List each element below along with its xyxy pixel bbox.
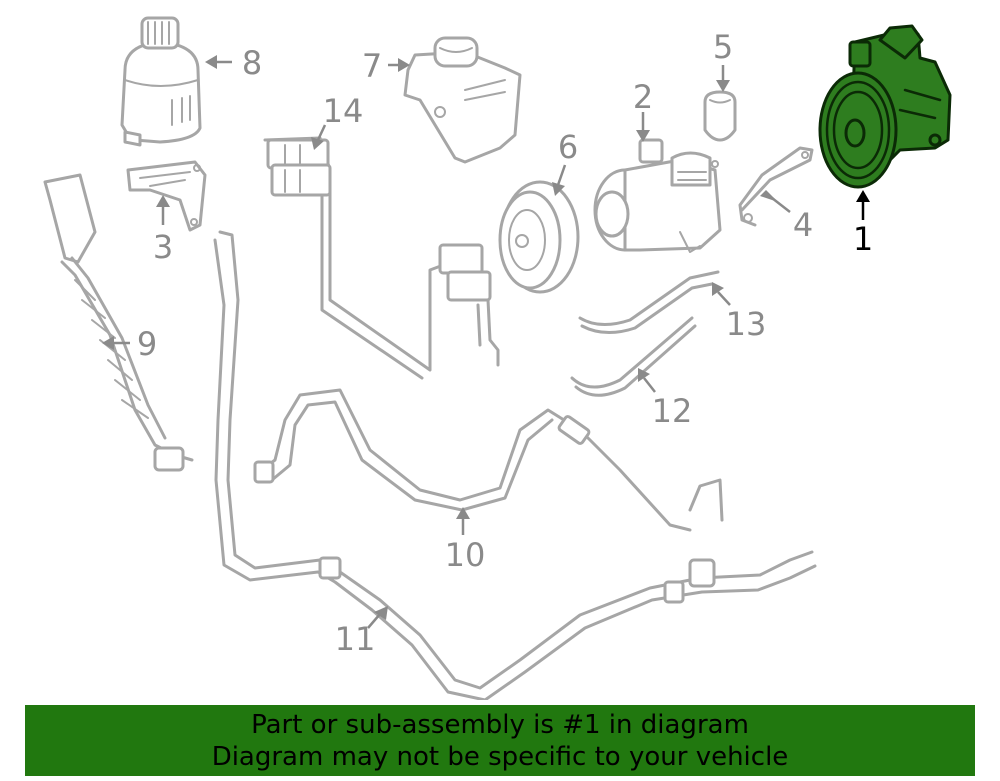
banner-line-2: Diagram may not be specific to your vehi… — [211, 742, 789, 772]
svg-text:1: 1 — [853, 220, 873, 258]
callout-12: 12 — [638, 368, 692, 430]
callout-5: 5 — [713, 28, 733, 92]
svg-text:11: 11 — [335, 620, 376, 658]
callout-2: 2 — [633, 78, 653, 142]
svg-text:14: 14 — [323, 92, 364, 130]
callout-4: 4 — [760, 190, 813, 244]
part-13-hose[interactable] — [578, 270, 720, 334]
callout-9: 9 — [102, 325, 157, 363]
svg-text:13: 13 — [726, 305, 767, 343]
svg-text:12: 12 — [652, 392, 693, 430]
callout-11: 11 — [335, 606, 388, 658]
callout-6: 6 — [552, 128, 578, 196]
callout-13: 13 — [712, 282, 766, 343]
part-9-hose[interactable] — [43, 173, 194, 472]
svg-text:2: 2 — [633, 78, 653, 116]
svg-text:7: 7 — [362, 47, 382, 85]
part-6-pulley[interactable] — [498, 180, 580, 294]
part-4-link[interactable] — [738, 146, 814, 227]
svg-text:9: 9 — [137, 325, 157, 363]
callout-7: 7 — [362, 47, 410, 85]
svg-text:8: 8 — [242, 44, 262, 82]
svg-text:3: 3 — [153, 228, 173, 266]
part-1-power-steering-pump[interactable] — [818, 24, 952, 189]
callout-14: 14 — [311, 92, 363, 150]
svg-text:10: 10 — [445, 536, 486, 574]
part-3-bracket[interactable] — [126, 160, 207, 232]
svg-text:6: 6 — [558, 128, 578, 166]
callout-8: 8 — [205, 44, 262, 82]
part-7-reservoir-bracket[interactable] — [403, 36, 522, 164]
part-8-reservoir[interactable] — [120, 16, 202, 147]
part-11-line[interactable] — [213, 230, 817, 700]
info-banner: Part or sub-assembly is #1 in diagram Di… — [25, 705, 975, 776]
part-5-filter[interactable] — [703, 90, 737, 142]
part-2-pump[interactable] — [593, 138, 722, 253]
svg-text:5: 5 — [713, 28, 733, 66]
callout-1: 1 — [853, 190, 873, 258]
svg-text:4: 4 — [793, 206, 813, 244]
part-14-lines[interactable] — [263, 136, 500, 380]
part-12-hose[interactable] — [570, 316, 697, 397]
parts-diagram: 1 2 3 4 5 6 7 8 9 10 — [43, 16, 952, 700]
callout-10: 10 — [445, 507, 486, 574]
banner-line-1: Part or sub-assembly is #1 in diagram — [251, 710, 749, 740]
part-10-line[interactable] — [253, 388, 724, 532]
callout-3: 3 — [153, 195, 173, 266]
